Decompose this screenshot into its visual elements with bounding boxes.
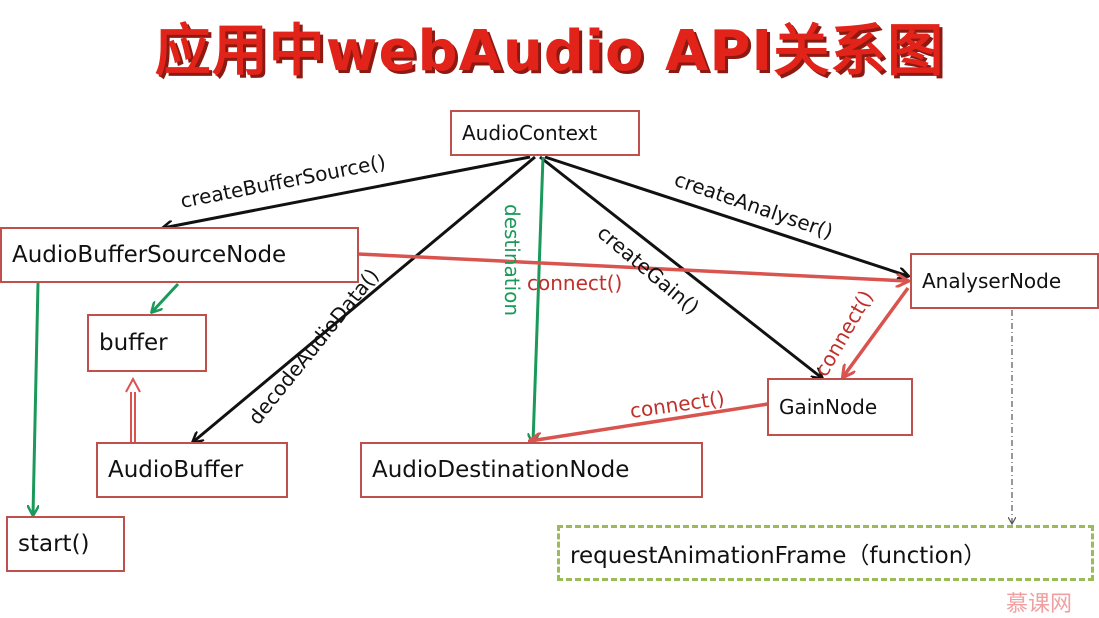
edge-create-buffer-source bbox=[163, 155, 531, 228]
node-audio-destination: AudioDestinationNode bbox=[360, 442, 703, 498]
edge-source-start bbox=[33, 282, 40, 515]
edge-connect-gain-destination bbox=[530, 402, 769, 441]
edge-source-buffer bbox=[152, 282, 180, 312]
node-audio-buffer-source: AudioBufferSourceNode bbox=[0, 227, 359, 283]
node-audio-buffer: AudioBuffer bbox=[96, 442, 288, 498]
edge-connect-source-analyser bbox=[357, 252, 908, 281]
node-start: start() bbox=[6, 516, 125, 572]
label-destination: destination bbox=[500, 204, 524, 316]
label-connect-analyser-gain: connect() bbox=[810, 286, 878, 381]
label-connect-source-analyser: connect() bbox=[527, 271, 622, 295]
edge-destination bbox=[533, 156, 545, 443]
edge-audiobuffer-buffer-head bbox=[125, 376, 141, 393]
edge-connect-analyser-gain bbox=[843, 286, 910, 377]
edge-create-analyser bbox=[544, 155, 908, 276]
node-analyser: AnalyserNode bbox=[910, 253, 1099, 309]
label-decode-audio-data: decodeAudioData() bbox=[243, 264, 383, 429]
node-buffer: buffer bbox=[87, 314, 207, 372]
node-gain: GainNode bbox=[767, 378, 913, 436]
watermark-logo: 慕课网 bbox=[1006, 592, 1073, 617]
page-title: 应用中webAudio API关系图 bbox=[154, 19, 945, 84]
node-audio-context: AudioContext bbox=[450, 110, 640, 156]
edge-create-gain bbox=[539, 155, 822, 378]
edge-decode-audio-data bbox=[193, 155, 536, 442]
node-request-animation-frame: requestAnimationFrame（function） bbox=[557, 525, 1094, 581]
